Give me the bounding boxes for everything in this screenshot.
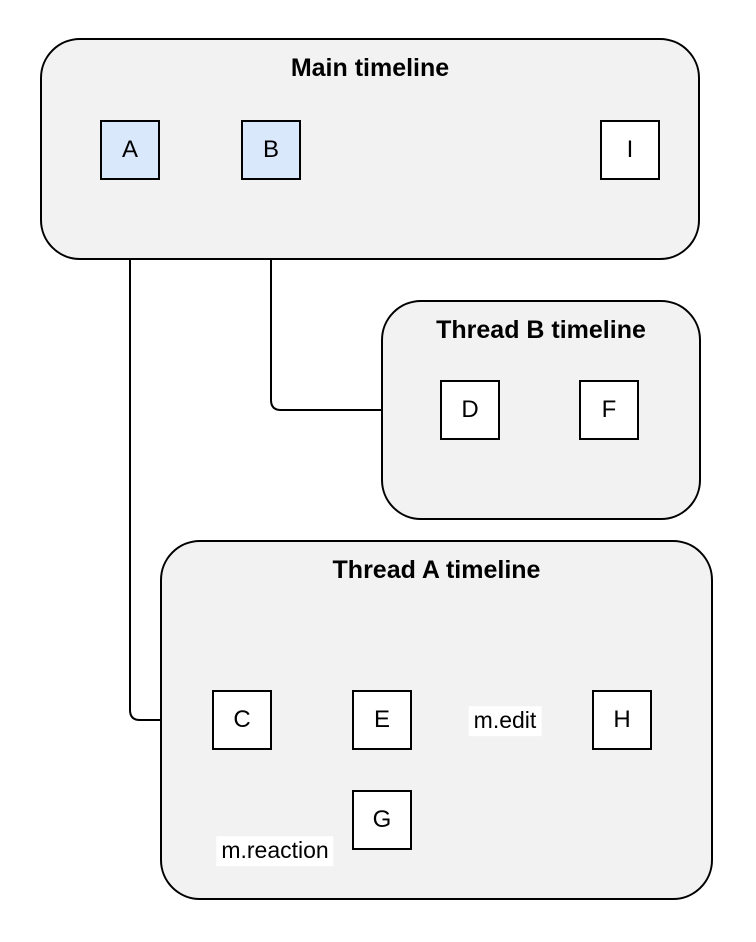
node-D: D bbox=[440, 380, 500, 440]
node-E: E bbox=[352, 690, 412, 750]
container-title-thread-b-timeline: Thread B timeline bbox=[436, 316, 646, 344]
container-title-thread-a-timeline: Thread A timeline bbox=[332, 556, 541, 584]
node-B: B bbox=[241, 120, 301, 180]
node-A: A bbox=[100, 120, 160, 180]
edge-label-m-reaction: m.reaction bbox=[216, 836, 334, 866]
node-H: H bbox=[592, 690, 652, 750]
edge-label-m-edit: m.edit bbox=[468, 706, 542, 736]
container-main-timeline: Main timeline bbox=[40, 38, 700, 260]
container-title-main-timeline: Main timeline bbox=[290, 54, 450, 82]
node-F: F bbox=[579, 380, 639, 440]
node-G: G bbox=[352, 790, 412, 850]
node-I: I bbox=[600, 120, 660, 180]
node-C: C bbox=[212, 690, 272, 750]
container-thread-b-timeline: Thread B timeline bbox=[381, 300, 701, 520]
